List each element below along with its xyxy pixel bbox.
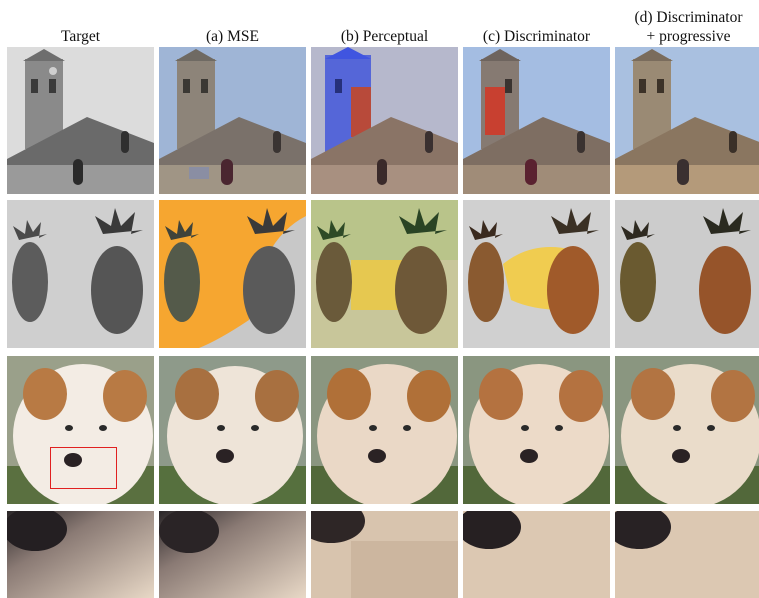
zoom-region-box [50, 447, 117, 489]
column-header-mse: (a) MSE [206, 28, 259, 45]
pineapple-discriminator-image [463, 200, 610, 348]
dog-crop-target-image [7, 511, 154, 598]
column-header-perceptual: (b) Perceptual [340, 28, 429, 45]
dog-mse-image [159, 356, 306, 504]
pineapple-perceptual-image [311, 200, 458, 348]
dog-crop-mse-image [159, 511, 306, 598]
dog-discriminator-progressive-image [615, 356, 759, 504]
church-mse-image [159, 47, 306, 194]
church-target-image [7, 47, 154, 194]
dog-discriminator-image [463, 356, 610, 504]
dog-perceptual-image [311, 356, 458, 504]
pineapple-mse-image [159, 200, 306, 348]
dog-crop-discriminator-image [463, 511, 610, 598]
column-header-discriminator-progressive: (d) Discriminator + progressive [634, 9, 743, 45]
pineapple-target-image [7, 200, 154, 348]
dog-target-image [7, 356, 154, 504]
church-discriminator-image [463, 47, 610, 194]
column-header-discriminator: (c) Discriminator [482, 28, 591, 45]
dog-crop-discriminator-progressive-image [615, 511, 759, 598]
column-header-target: Target [60, 28, 101, 45]
dog-crop-perceptual-image [311, 511, 458, 598]
church-perceptual-image [311, 47, 458, 194]
church-discriminator-progressive-image [615, 47, 759, 194]
pineapple-discriminator-progressive-image [615, 200, 759, 348]
